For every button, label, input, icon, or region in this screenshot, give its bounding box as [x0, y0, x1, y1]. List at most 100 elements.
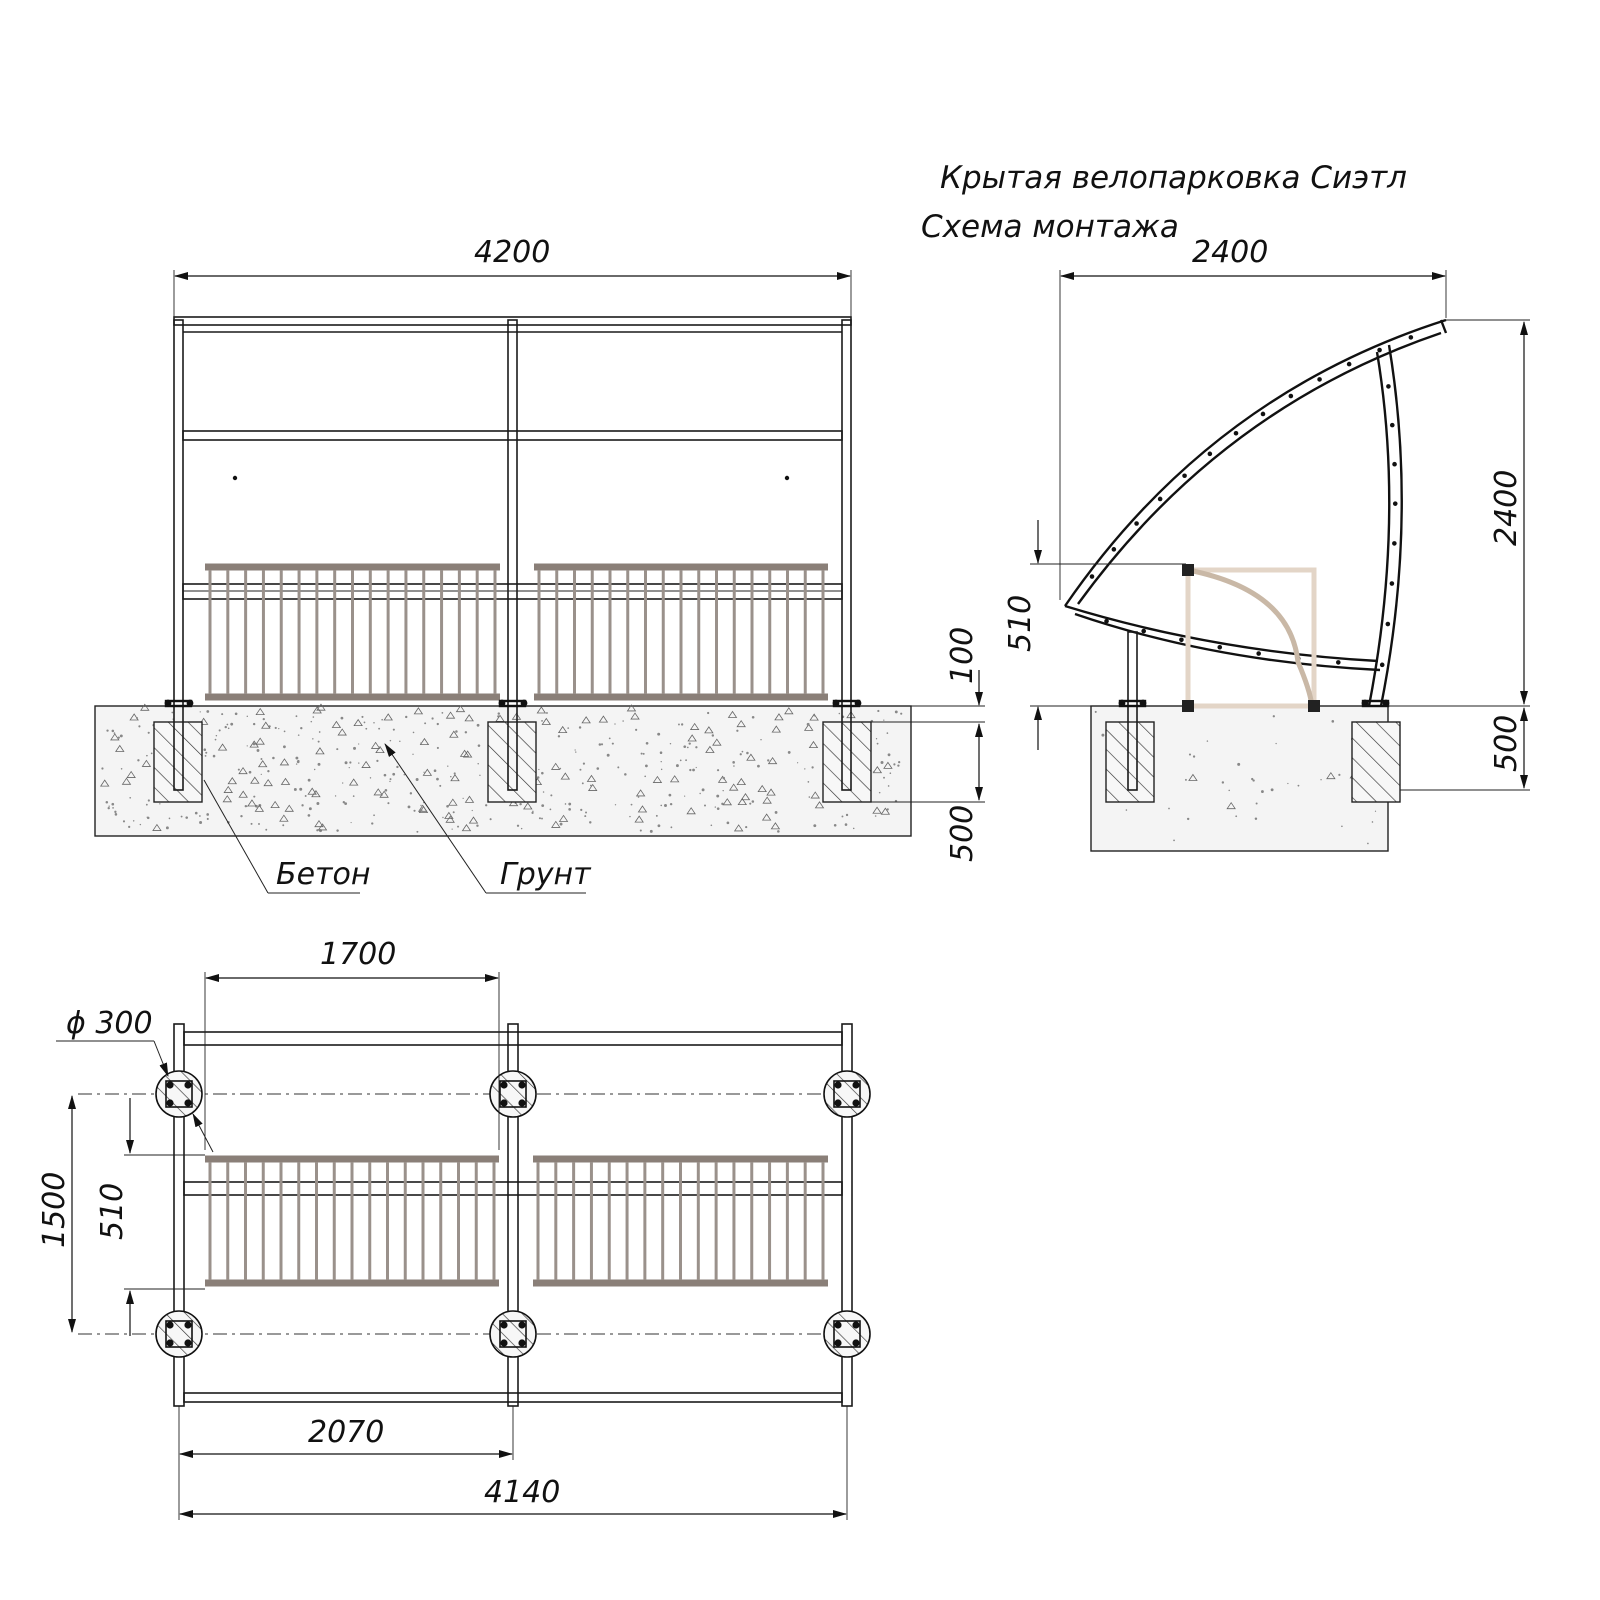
soil-speck: [541, 804, 545, 808]
soil-triangle: [728, 783, 739, 791]
side-width-label: 2400: [1192, 235, 1268, 270]
soil-speck: [739, 753, 742, 756]
soil-speck: [1341, 825, 1343, 828]
rack-posts: [208, 570, 497, 694]
soil-speck: [655, 814, 658, 817]
pile-bolt: [500, 1339, 508, 1347]
plan-bike-rack-right: [533, 1155, 828, 1287]
soil-speck: [114, 813, 118, 816]
front-mid-beam: [182, 430, 843, 441]
soil-speck: [342, 801, 345, 804]
soil-speck: [684, 795, 686, 797]
soil-triangle: [468, 816, 479, 824]
soil-speck: [384, 789, 388, 792]
soil-triangle: [557, 725, 568, 733]
pile-bolt: [852, 1099, 860, 1107]
soil-speck: [389, 778, 392, 781]
soil-speck: [299, 787, 303, 791]
front-foundation-left: [153, 721, 203, 803]
soil-speck: [716, 769, 720, 772]
soil-triangle: [581, 716, 591, 724]
soil-speck: [262, 717, 265, 721]
soil-triangle: [217, 743, 228, 751]
front-bolt-dot-right: [784, 475, 790, 481]
base-bolt: [164, 699, 172, 707]
soil-triangle: [110, 733, 120, 741]
soil-triangle: [419, 737, 430, 746]
pile-bolt: [184, 1339, 192, 1347]
soil-triangle: [757, 784, 767, 793]
soil-speck: [146, 816, 149, 819]
soil-speck: [600, 743, 604, 746]
plan-diameter-leader-2: [192, 1113, 214, 1153]
soil-speck: [477, 763, 479, 765]
soil-speck: [622, 720, 624, 722]
soil-speck: [875, 738, 878, 740]
pile-bolt: [834, 1339, 842, 1347]
soil-speck: [726, 821, 730, 825]
soil-triangle: [280, 777, 291, 785]
soil-speck: [341, 782, 344, 784]
soil-speck: [541, 719, 543, 722]
canopy-rivet: [1260, 411, 1266, 417]
soil-triangle: [370, 741, 381, 749]
soil-triangle: [736, 719, 746, 728]
post-rivet: [1385, 621, 1391, 627]
soil-speck: [887, 753, 891, 757]
soil-triangle: [449, 730, 459, 738]
soil-speck: [431, 717, 434, 720]
soil-speck: [874, 815, 877, 817]
brace-rivet: [1104, 618, 1109, 624]
soil-speck: [578, 726, 582, 729]
soil-speck: [453, 772, 456, 775]
soil-triangle: [250, 776, 260, 784]
soil-speck: [721, 802, 724, 806]
pile-bolt: [166, 1321, 174, 1329]
soil-speck: [120, 768, 123, 770]
soil-triangle: [227, 777, 238, 785]
pile-bolt: [834, 1321, 842, 1329]
soil-speck: [310, 720, 313, 723]
plan-1700-label: 1700: [320, 937, 396, 972]
soil-speck: [538, 768, 540, 771]
soil-speck: [185, 816, 188, 819]
soil-speck: [267, 770, 270, 773]
soil-speck: [113, 732, 116, 734]
soil-triangle: [523, 802, 533, 810]
soil-speck: [318, 731, 321, 733]
canopy-rivet: [1157, 496, 1163, 502]
soil-speck: [649, 829, 653, 833]
soil-triangle: [99, 779, 110, 787]
soil-triangle: [448, 798, 458, 806]
soil-triangle: [152, 823, 162, 831]
soil-triangle: [141, 759, 152, 767]
soil-speck: [550, 794, 553, 797]
soil-speck: [159, 803, 161, 805]
soil-speck: [436, 722, 439, 726]
soil-speck: [361, 715, 364, 718]
soil-speck: [585, 811, 587, 814]
soil-speck: [804, 768, 806, 770]
front-top-beam: [173, 316, 852, 326]
soil-triangle: [317, 823, 328, 831]
soil-triangle: [247, 799, 257, 807]
soil-speck: [387, 802, 390, 805]
soil-speck: [692, 768, 695, 772]
soil-triangle: [129, 713, 139, 721]
soil-speck: [807, 781, 810, 783]
soil-speck: [344, 802, 348, 806]
soil-speck: [258, 822, 260, 825]
soil-speck: [307, 814, 311, 817]
soil-triangle: [808, 740, 819, 748]
canopy-rivets: [1089, 335, 1414, 668]
soil-speck: [246, 805, 248, 807]
soil-speck: [1374, 810, 1377, 812]
soil-speck: [282, 745, 286, 749]
soil-speck: [716, 794, 720, 798]
soil-speck: [352, 795, 355, 797]
soil-triangle: [238, 766, 248, 775]
plan-510-label: 510: [95, 1183, 130, 1240]
front-post-left: [173, 319, 184, 791]
soil-speck: [476, 723, 480, 727]
soil-speck: [230, 722, 234, 726]
